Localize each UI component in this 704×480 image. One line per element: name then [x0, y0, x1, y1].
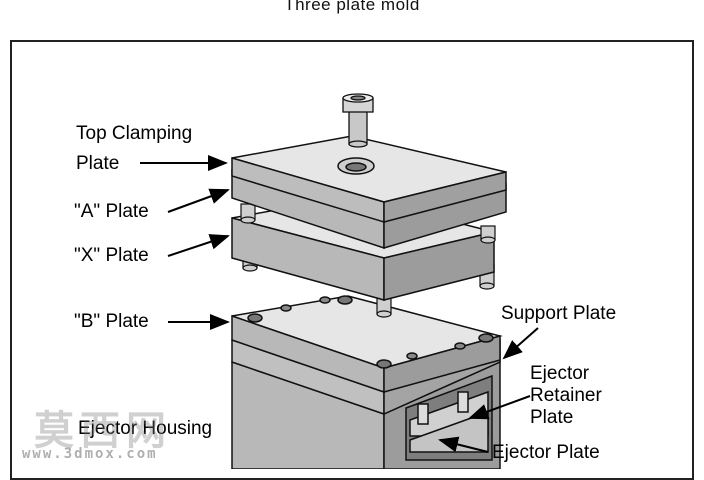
label-ejector-retainer-line3: Plate [530, 407, 573, 429]
label-top-clamping-plate-line1: Top Clamping [76, 123, 192, 145]
label-ejector-retainer-line2: Retainer [530, 385, 602, 407]
label-support-plate: Support Plate [501, 303, 616, 325]
label-ejector-retainer-line1: Ejector [530, 363, 589, 385]
label-top-clamping-plate-line2: Plate [76, 153, 119, 175]
label-a-plate: "A" Plate [74, 201, 149, 223]
label-b-plate: "B" Plate [74, 311, 149, 333]
label-ejector-plate: Ejector Plate [492, 442, 600, 464]
label-x-plate: "X" Plate [74, 245, 149, 267]
watermark-url: www.3dmox.com [22, 446, 158, 462]
